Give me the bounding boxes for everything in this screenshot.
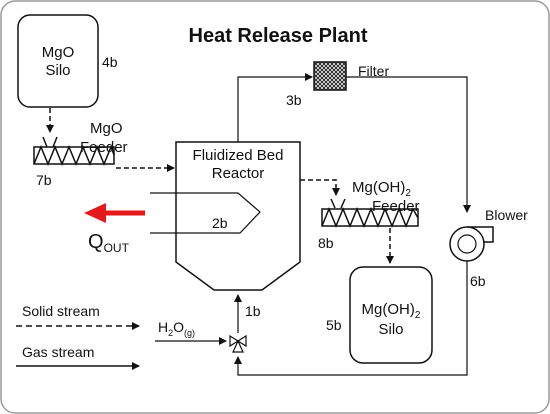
mgoh-silo: Mg(OH)2 Silo 5b [326, 266, 433, 364]
filter-label: Filter [358, 63, 389, 79]
diagram-title: Heat Release Plant [189, 25, 368, 47]
mgoh-feeder: Mg(OH)2 Feeder 8b [318, 179, 420, 251]
mgo-feeder-label-1: MgO [90, 120, 123, 137]
mgo-feeder-hopper [42, 136, 58, 148]
reactor-label-2: Reactor [212, 165, 265, 182]
mgo-silo-label-1: MgO [42, 44, 75, 61]
heat-out-arrow [84, 203, 145, 223]
mgo-feeder-id: 7b [36, 172, 52, 188]
blower-id: 6b [470, 273, 486, 289]
mgoh-silo-label-2: Silo [378, 321, 403, 338]
blower-label: Blower [485, 207, 528, 223]
mgo-feeder-label-2: Feeder [80, 139, 128, 156]
mgoh-silo-label-1: Mg(OH)2 [362, 301, 421, 321]
reactor-label-1: Fluidized Bed [193, 147, 284, 164]
fluidized-bed-reactor: Fluidized Bed Reactor 2b [175, 141, 301, 291]
legend-gas-label: Gas stream [22, 344, 94, 360]
filter-id: 3b [286, 92, 302, 108]
reactor-inlet-id: 1b [245, 303, 261, 319]
steam-label: H2O(g) [158, 319, 195, 338]
blower: Blower 6b [449, 207, 528, 289]
filter-to-blower-line [346, 76, 471, 213]
mgo-silo-id: 4b [102, 54, 118, 70]
legend-solid-label: Solid stream [22, 303, 100, 319]
blower-return-line [234, 261, 468, 376]
mgoh-feeder-label-1: Mg(OH)2 [352, 179, 411, 199]
reactor-to-mgoh-feeder-arrow [300, 179, 340, 196]
mgoh-feeder-id: 8b [318, 235, 334, 251]
mgoh-feeder-hopper [330, 198, 346, 209]
heat-exchanger-id: 2b [212, 215, 228, 231]
mixing-valve [229, 334, 247, 353]
mgoh-feeder-label-2: Feeder [372, 198, 420, 215]
heat-out-label: QOUT [88, 231, 130, 255]
filter-box [313, 61, 347, 91]
mgo-silo-label-2: Silo [45, 62, 70, 79]
blower-impeller [457, 234, 477, 254]
mgo-feeder: MgO Feeder 7b [33, 120, 128, 188]
mgo-silo: MgO Silo 4b [17, 14, 118, 108]
filter: Filter 3b [286, 61, 389, 108]
legend: Solid stream Gas stream [16, 303, 140, 370]
heat-exchanger-coil [150, 192, 261, 234]
reactor-to-filter-line [237, 73, 313, 142]
mgoh-silo-id: 5b [326, 317, 342, 333]
